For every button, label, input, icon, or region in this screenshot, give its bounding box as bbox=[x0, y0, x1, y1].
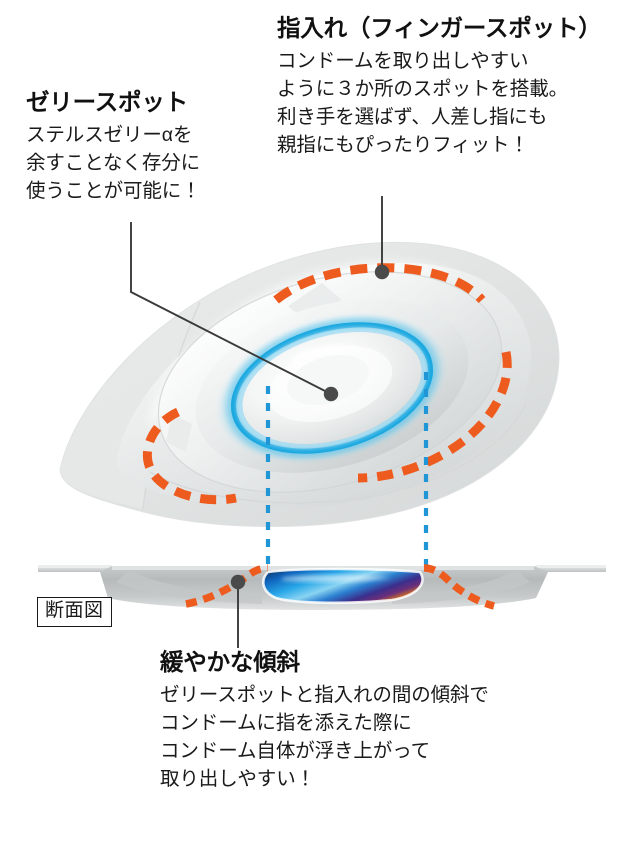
leader-lines bbox=[130, 196, 390, 648]
callout-jelly-line-2: 余すことなく存分に bbox=[26, 152, 201, 175]
leader-dot-finger bbox=[374, 264, 390, 280]
leader-dot-jelly bbox=[323, 386, 339, 402]
callout-finger-line-2: ように３か所のスポットを搭載。 bbox=[277, 78, 569, 101]
finger-spot-arc-top bbox=[273, 263, 486, 304]
section-slope-marker-left bbox=[185, 564, 269, 608]
callout-finger-heading: 指入れ（フィンガースポット） bbox=[277, 15, 602, 41]
section-inner-well-edge bbox=[262, 567, 424, 605]
callout-slope-heading: 緩やかな傾斜 bbox=[160, 649, 300, 675]
package-lower-contour bbox=[149, 403, 527, 504]
callout-jelly-body: ステルスゼリーαを 余すことなく存分に 使うことが可能に！ bbox=[26, 121, 201, 205]
finger-spot-arc-left bbox=[142, 407, 237, 505]
section-inner-well-highlight bbox=[282, 575, 392, 582]
section-slope-right bbox=[392, 570, 530, 604]
callout-slope-body: ゼリースポットと指入れの間の傾斜で コンドームに指を添えた際に コンドーム自体が… bbox=[160, 681, 489, 793]
section-flange-right-top bbox=[536, 565, 606, 568]
callout-finger-spot: 指入れ（フィンガースポット） コンドームを取り出しやすい ように３か所のスポット… bbox=[277, 14, 602, 159]
callout-jelly-heading: ゼリースポット bbox=[26, 89, 188, 115]
jelly-spot-ring bbox=[230, 322, 434, 454]
callout-finger-line-4: 親指にもぴったりフィット！ bbox=[277, 134, 529, 157]
top-view-package bbox=[59, 241, 560, 566]
finger-spot-arc-right bbox=[357, 351, 512, 483]
jelly-spot-dish-core bbox=[287, 355, 369, 405]
callout-jelly-spot: ゼリースポット ステルスゼリーαを 余すことなく存分に 使うことが可能に！ bbox=[26, 88, 201, 205]
callout-jelly-line-1: ステルスゼリーαを bbox=[26, 124, 193, 147]
callout-finger-body: コンドームを取り出しやすい ように３か所のスポットを搭載。 利き手を選ばず、人差… bbox=[277, 47, 602, 159]
callout-slope-line-2: コンドームに指を添えた際に bbox=[160, 712, 412, 735]
jelly-spot-specular bbox=[292, 344, 372, 364]
package-tip bbox=[60, 302, 200, 509]
callout-slope-line-1: ゼリースポットと指入れの間の傾斜で bbox=[160, 684, 489, 707]
leader-dot-slope bbox=[230, 574, 246, 590]
callout-slope-line-4: 取り出しやすい！ bbox=[160, 768, 316, 791]
cross-section-view bbox=[38, 564, 606, 610]
callout-finger-line-3: 利き手を選ばず、人差し指にも bbox=[277, 106, 548, 129]
section-flange-left-top bbox=[38, 565, 112, 568]
callout-jelly-line-3: 使うことが可能に！ bbox=[26, 180, 201, 203]
callout-slope-line-3: コンドーム自体が浮き上がって bbox=[160, 740, 431, 763]
finger-notch-left bbox=[166, 414, 192, 452]
cross-section-label: 断面図 bbox=[37, 597, 112, 627]
jelly-spot-ring-inner-light bbox=[236, 326, 428, 450]
section-slope-left bbox=[116, 570, 262, 604]
section-slope-marker-right bbox=[423, 564, 496, 610]
callout-finger-line-1: コンドームを取り出しやすい bbox=[277, 50, 529, 73]
callout-gentle-slope: 緩やかな傾斜 ゼリースポットと指入れの間の傾斜で コンドームに指を添えた際に コ… bbox=[160, 648, 489, 793]
leader-line-jelly bbox=[130, 222, 328, 393]
